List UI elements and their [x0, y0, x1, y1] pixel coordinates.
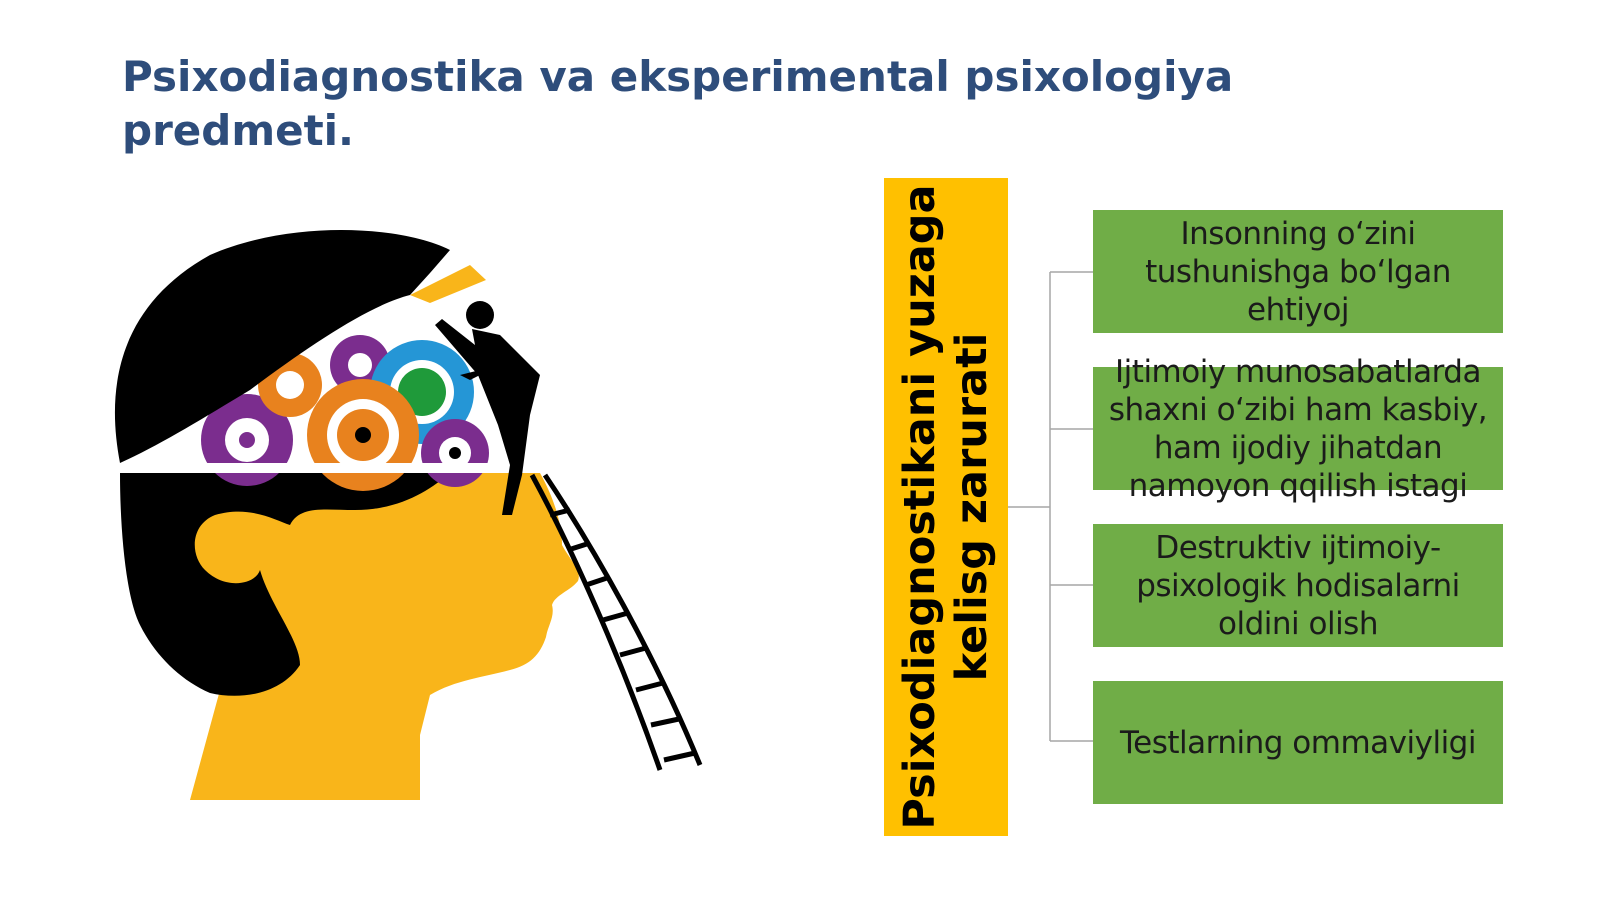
reason-text-3: Destruktiv ijtimoiy-psixologik hodisalar… [1136, 529, 1460, 642]
open-lid [114, 230, 451, 463]
lid-inner [410, 265, 486, 303]
reason-text-4: Testlarning ommaviyligi [1120, 724, 1476, 761]
head-with-gears-and-ladder-icon [114, 230, 703, 800]
reason-box-1: Insonning o‘zini tushunishga bo‘lgan eht… [1093, 210, 1503, 333]
person-figure [435, 301, 540, 515]
reason-box-3: Destruktiv ijtimoiy-psixologik hodisalar… [1093, 524, 1503, 647]
reason-box-4: Testlarning ommaviyligi [1093, 681, 1503, 804]
lower-hair [120, 473, 450, 696]
central-label-box: Psixodiagnostikani yuzaga kelisg zarurat… [884, 178, 1008, 836]
central-label: Psixodiagnostikani yuzaga kelisg zarurat… [895, 184, 997, 830]
face-silhouette [128, 473, 579, 800]
ladder [529, 473, 703, 771]
reason-text-1: Insonning o‘zini tushunishga bo‘lgan eht… [1145, 215, 1451, 328]
reason-text-2: Ijtimoiy munosabatlarda shaxni o‘zibi ha… [1108, 353, 1488, 504]
reason-box-2: Ijtimoiy munosabatlarda shaxni o‘zibi ha… [1093, 354, 1503, 504]
bracket-connectors [1008, 271, 1093, 742]
slide-title: Psixodiagnostika va eksperimental psixol… [122, 52, 1234, 155]
